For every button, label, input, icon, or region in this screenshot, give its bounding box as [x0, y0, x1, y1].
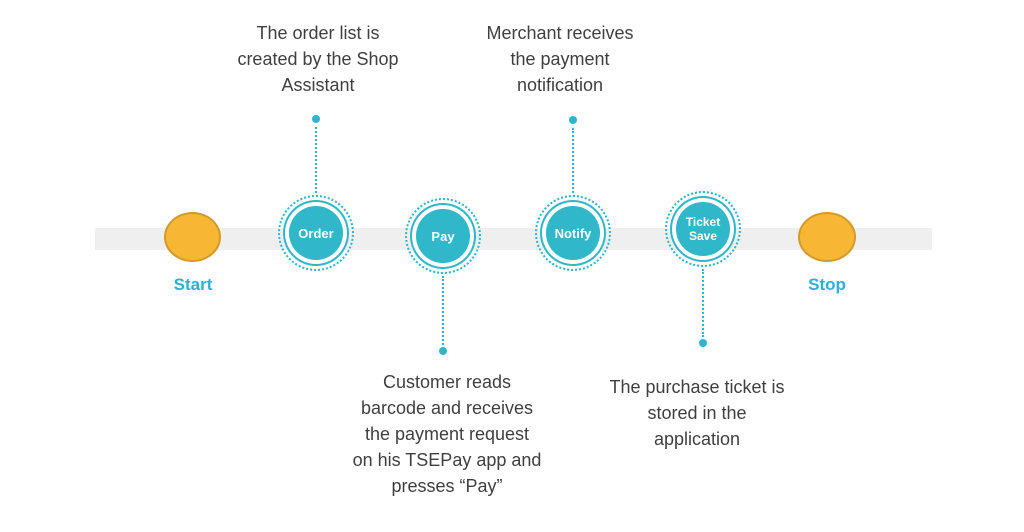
step-circle-order: Order — [289, 206, 343, 260]
dotted-ring — [535, 195, 611, 271]
dotted-ring — [665, 191, 741, 267]
annotation-order: The order list is created by the Shop As… — [196, 20, 440, 98]
connector-dot-ticket-save — [699, 339, 707, 347]
annotation-line: barcode and receives — [360, 398, 534, 418]
step-label: Pay — [431, 228, 455, 244]
connector-line-pay — [442, 276, 444, 345]
annotation-line: The order list is — [256, 23, 380, 43]
dotted-ring — [405, 198, 481, 274]
annotation-line: on his TSEPay app and — [352, 450, 542, 470]
annotation-line: created by the Shop — [237, 49, 399, 69]
annotation-line: Merchant receives — [486, 23, 634, 43]
annotation-pay: Customer reads barcode and receives the … — [315, 369, 579, 499]
start-node — [164, 212, 221, 262]
annotation-notify: Merchant receives the payment notificati… — [438, 20, 682, 98]
step-circle-notify: Notify — [546, 206, 600, 260]
annotation-line: application — [653, 429, 741, 449]
step-circle-pay: Pay — [416, 209, 470, 263]
step-label: Notify — [554, 225, 592, 241]
connector-dot-notify — [569, 116, 577, 124]
connector-line-ticket-save — [702, 269, 704, 337]
annotation-line: Customer reads — [382, 372, 512, 392]
connector-line-notify — [572, 128, 574, 193]
step-circle-ticket-save: Ticket Save — [676, 202, 730, 256]
stop-label: Stop — [808, 275, 846, 294]
annotation-line: the payment request — [364, 424, 530, 444]
stop-node — [798, 212, 856, 262]
step-node-notify: Notify — [535, 195, 611, 271]
annotation-line: stored in the — [647, 403, 747, 423]
step-node-pay: Pay — [405, 198, 481, 274]
annotation-line: notification — [516, 75, 604, 95]
step-label: Order — [298, 225, 334, 241]
annotation-line: presses “Pay” — [391, 476, 503, 496]
step-node-order: Order — [278, 195, 354, 271]
connector-dot-order — [312, 115, 320, 123]
dotted-ring — [278, 195, 354, 271]
step-node-ticket-save: Ticket Save — [665, 191, 741, 267]
annotation-line: The purchase ticket is — [609, 377, 785, 397]
annotation-ticket-save: The purchase ticket is stored in the app… — [565, 374, 829, 452]
step-label: Ticket Save — [685, 215, 721, 243]
connector-line-order — [315, 127, 317, 193]
start-label: Start — [173, 275, 213, 294]
connector-dot-pay — [439, 347, 447, 355]
annotation-line: the payment — [510, 49, 610, 69]
annotation-line: Assistant — [281, 75, 355, 95]
